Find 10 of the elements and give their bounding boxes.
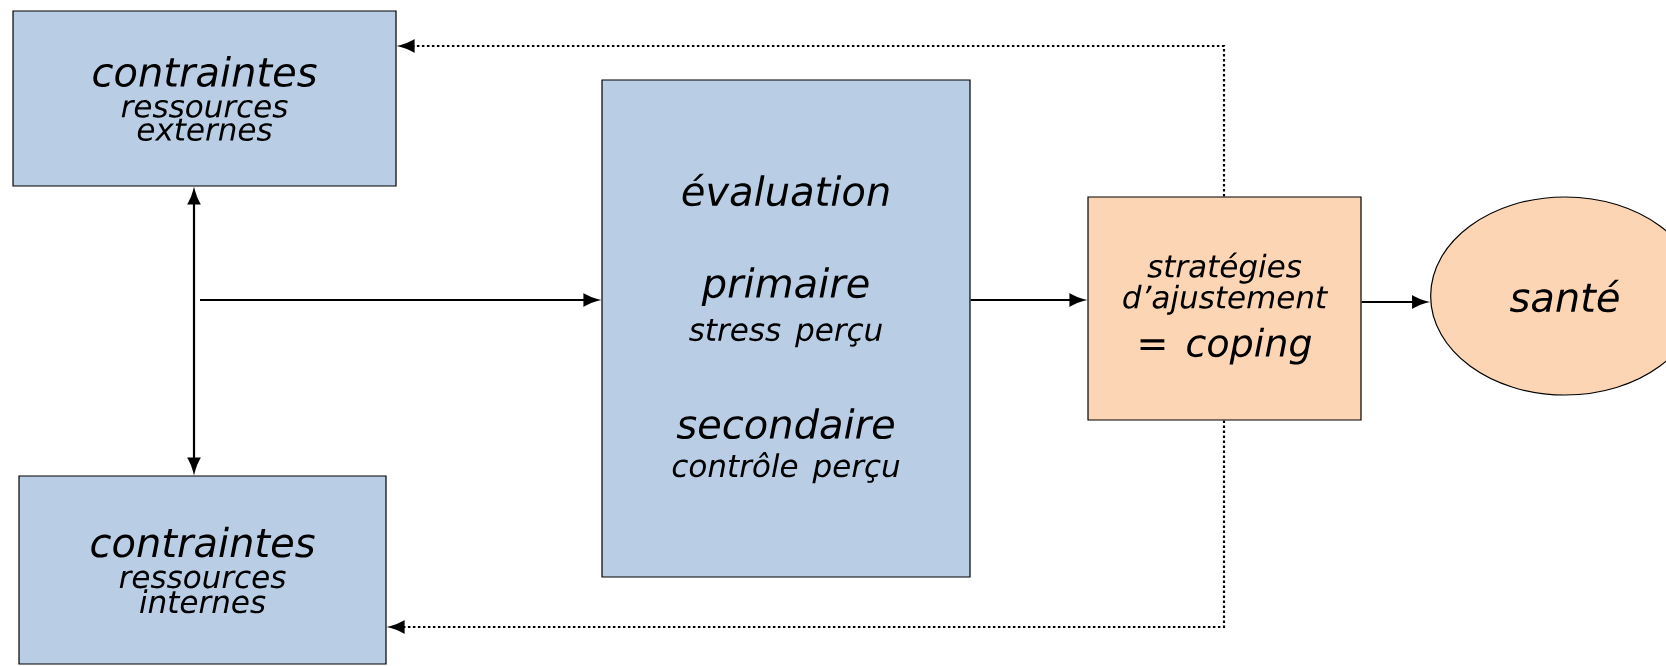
process-box: contraintes ressources externes	[12, 10, 397, 187]
arrow	[399, 39, 1226, 197]
process-box: stratégies d’ajustement = coping	[1087, 196, 1362, 421]
process-box: contraintes ressources internes	[18, 475, 387, 665]
arrow	[200, 293, 599, 307]
arrow	[970, 293, 1085, 307]
arrow	[389, 420, 1226, 634]
process-box: évaluation primaire stress perçu secondaire contrôle perçu	[601, 79, 971, 578]
arrow	[1361, 295, 1427, 309]
arrow	[187, 189, 201, 473]
